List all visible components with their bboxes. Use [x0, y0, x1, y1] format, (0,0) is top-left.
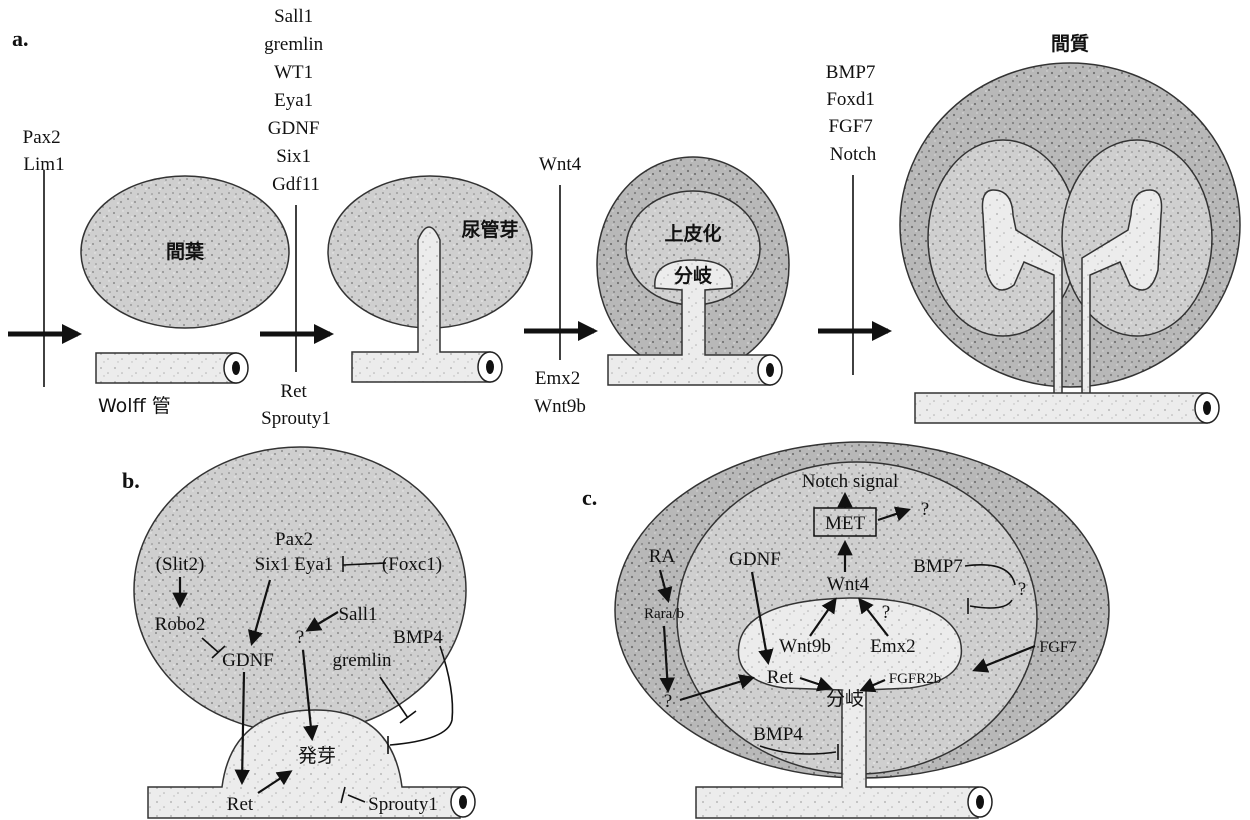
wolff-duct-tube [96, 353, 236, 383]
c-emx2: Emx2 [870, 636, 915, 657]
c-fgf7: FGF7 [1039, 639, 1076, 656]
c-ra: RA [649, 546, 676, 567]
c-ret: Ret [767, 667, 794, 688]
c-rara-b: Rara/b [644, 606, 684, 622]
c-met: MET [825, 513, 866, 534]
panel-a-label: a. [12, 26, 29, 51]
label-lim1: Lim1 [23, 154, 64, 175]
panel-c: c. Notch signal MET ? RA GDNF Wnt4 BMP7 … [582, 442, 1109, 818]
b-bmp4: BMP4 [393, 627, 443, 648]
mesenchyme-label: 間葉 [166, 241, 205, 263]
c-fgfr2b: FGFR2b [889, 671, 942, 687]
b-sall1: Sall1 [338, 604, 377, 625]
panel-b: b. Pax2 Six1 Eya1 (Foxc1) (Slit2) Robo2 … [122, 447, 475, 818]
panel-b-mesenchyme [134, 447, 466, 733]
stroma-label: 間質 [1051, 32, 1089, 55]
arrow2-top-list: Sall1 gremlin WT1 Eya1 GDNF Six1 Gdf11 [264, 6, 328, 195]
c-bmp7: BMP7 [913, 556, 963, 577]
c-branching: 分岐 [826, 688, 864, 710]
epithelialization-label: 上皮化 [664, 222, 721, 245]
arrow2-bottom-list: Ret Sprouty1 [261, 381, 331, 429]
b-question: ? [296, 627, 304, 648]
b-sprouty1: Sprouty1 [368, 794, 438, 815]
label-pax2: Pax2 [23, 127, 61, 148]
b-gdnf: GDNF [222, 650, 274, 671]
label-wnt4-a: Wnt4 [539, 154, 582, 175]
c-gdnf: GDNF [729, 549, 781, 570]
c-q4: ? [664, 691, 672, 712]
b-budding: 発芽 [298, 745, 336, 767]
c-notch-signal: Notch signal [802, 471, 899, 492]
arrow1-label-list: Pax2 Lim1 [23, 127, 66, 175]
wolff-duct-label: Wolff 管 [98, 395, 171, 417]
panel-b-label: b. [122, 468, 140, 493]
b-foxc1: (Foxc1) [382, 554, 442, 575]
b-six1-eya1: Six1 Eya1 [255, 554, 334, 575]
c-q2: ? [1018, 579, 1026, 600]
c-wnt9b: Wnt9b [779, 636, 831, 657]
b-robo2: Robo2 [155, 614, 206, 635]
c-wnt4: Wnt4 [827, 574, 870, 595]
stage4-duct [915, 393, 1207, 423]
c-q1: ? [921, 499, 929, 520]
arrow3-bottom-list: Emx2 Wnt9b [534, 368, 586, 417]
ureteric-bud-label: 尿管芽 [461, 218, 518, 241]
b-ret: Ret [227, 794, 254, 815]
c-bmp4: BMP4 [753, 724, 803, 745]
b-gremlin: gremlin [332, 650, 392, 671]
panel-c-label: c. [582, 485, 597, 510]
panel-a: a. Pax2 Lim1 間葉 Wolff 管 Sall1 gremlin WT… [8, 6, 1240, 429]
arrow4-top-list: BMP7 Foxd1 FGF7 Notch [826, 62, 880, 165]
b-pax2: Pax2 [275, 529, 313, 550]
c-q3: ? [882, 602, 890, 623]
branching-label-a: 分岐 [674, 265, 713, 287]
b-slit2: (Slit2) [156, 554, 205, 575]
